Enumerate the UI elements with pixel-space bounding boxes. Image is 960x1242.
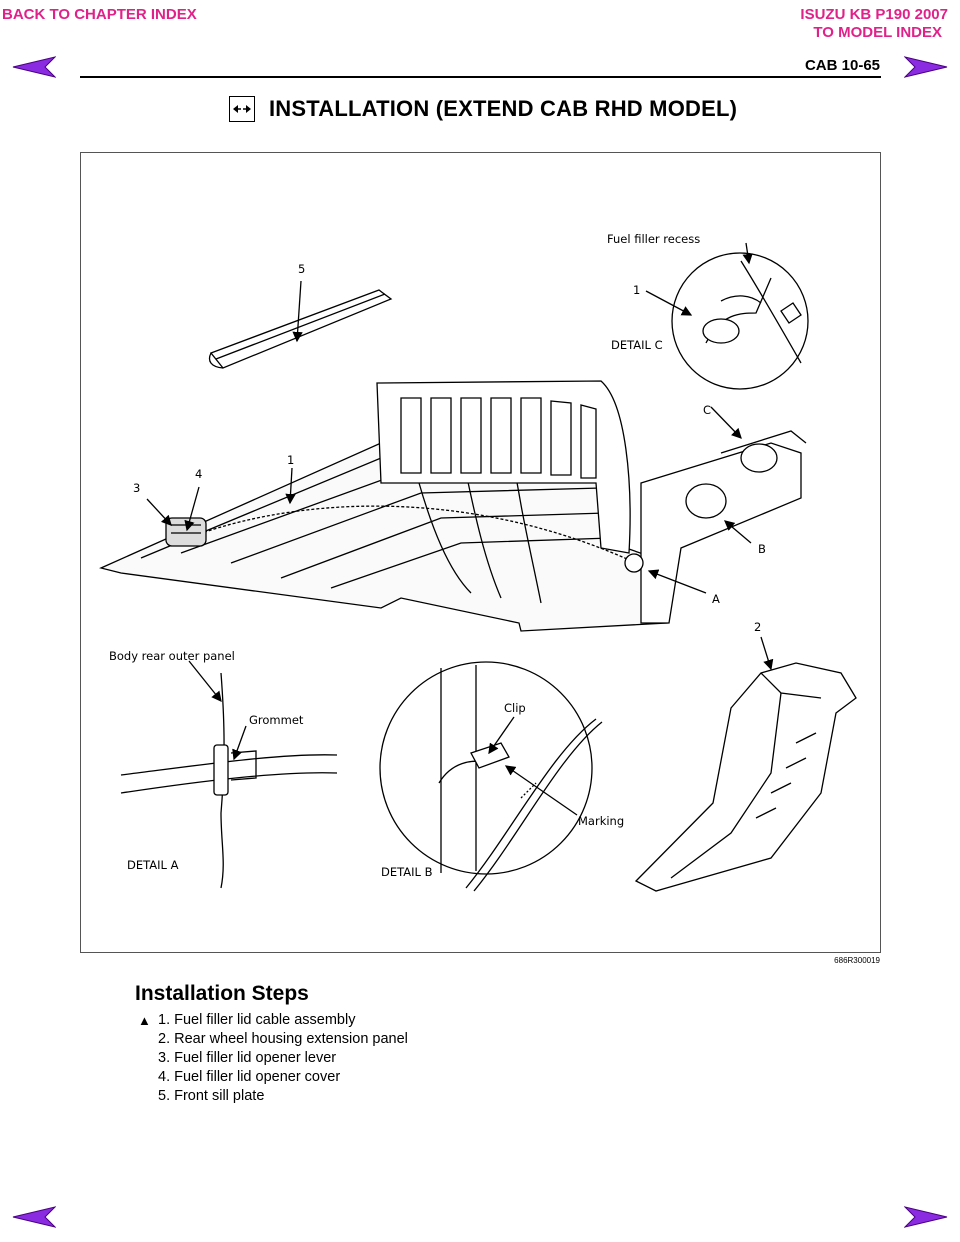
detail-c-drawing	[671, 252, 809, 390]
step-text: 3. Fuel filler lid opener lever	[158, 1050, 337, 1066]
detail-a-drawing	[120, 672, 338, 889]
list-item: 4. Fuel filler lid opener cover	[135, 1068, 408, 1087]
diagram-drawing: Fuel filler recess 1 DETAIL C 5 C 1 4 3 …	[99, 232, 857, 892]
triangle-icon: ▲	[138, 1013, 151, 1028]
installation-icon	[229, 96, 255, 122]
label-b: B	[758, 542, 766, 556]
step-text: 2. Rear wheel housing extension panel	[158, 1031, 408, 1047]
label-marking: Marking	[578, 814, 624, 828]
back-to-model-index-link[interactable]: TO MODEL INDEX	[813, 24, 942, 41]
list-item: ▲ 1. Fuel filler lid cable assembly	[135, 1011, 408, 1030]
rear-wheel-housing-extension-drawing	[634, 662, 857, 892]
left-arrow-icon[interactable]	[12, 56, 56, 78]
cab-floor-drawing	[99, 380, 807, 632]
list-item: 5. Front sill plate	[135, 1087, 408, 1106]
label-grommet: Grommet	[249, 713, 304, 727]
label-fuel-filler-recess: Fuel filler recess	[607, 232, 700, 246]
label-callout-4: 4	[195, 467, 202, 481]
label-detail-a: DETAIL A	[127, 858, 179, 872]
section-title: INSTALLATION (EXTEND CAB RHD MODEL)	[229, 96, 737, 122]
installation-diagram: Fuel filler recess 1 DETAIL C 5 C 1 4 3 …	[80, 152, 881, 953]
header-divider	[80, 76, 881, 78]
label-c: C	[703, 403, 711, 417]
label-body-rear-outer-panel: Body rear outer panel	[109, 649, 235, 663]
step-text: 1. Fuel filler lid cable assembly	[158, 1012, 356, 1028]
list-item: 2. Rear wheel housing extension panel	[135, 1030, 408, 1049]
back-to-chapter-index-link[interactable]: BACK TO CHAPTER INDEX	[2, 6, 197, 23]
label-callout-2: 2	[754, 620, 761, 634]
left-arrow-icon[interactable]	[12, 1206, 56, 1228]
page-title: INSTALLATION (EXTEND CAB RHD MODEL)	[269, 96, 738, 121]
step-text: 5. Front sill plate	[158, 1088, 265, 1104]
label-clip: Clip	[504, 701, 526, 715]
model-title-link[interactable]: ISUZU KB P190 2007	[800, 6, 948, 23]
label-callout-1-detail-c: 1	[633, 283, 640, 297]
detail-b-drawing	[379, 661, 603, 892]
page-reference: CAB 10-65	[804, 57, 880, 74]
label-callout-5: 5	[298, 262, 305, 276]
list-item: 3. Fuel filler lid opener lever	[135, 1049, 408, 1068]
installation-steps-list: ▲ 1. Fuel filler lid cable assembly 2. R…	[135, 1011, 408, 1106]
right-arrow-icon[interactable]	[904, 56, 948, 78]
right-arrow-icon[interactable]	[904, 1206, 948, 1228]
label-detail-c: DETAIL C	[611, 338, 663, 352]
label-callout-1: 1	[287, 453, 294, 467]
front-sill-plate-drawing	[208, 289, 393, 369]
figure-code: 686R300019	[834, 956, 880, 965]
label-a: A	[712, 592, 720, 606]
label-callout-3: 3	[133, 481, 140, 495]
installation-steps-heading: Installation Steps	[135, 982, 309, 1005]
label-detail-b: DETAIL B	[381, 865, 433, 879]
step-text: 4. Fuel filler lid opener cover	[158, 1069, 341, 1085]
